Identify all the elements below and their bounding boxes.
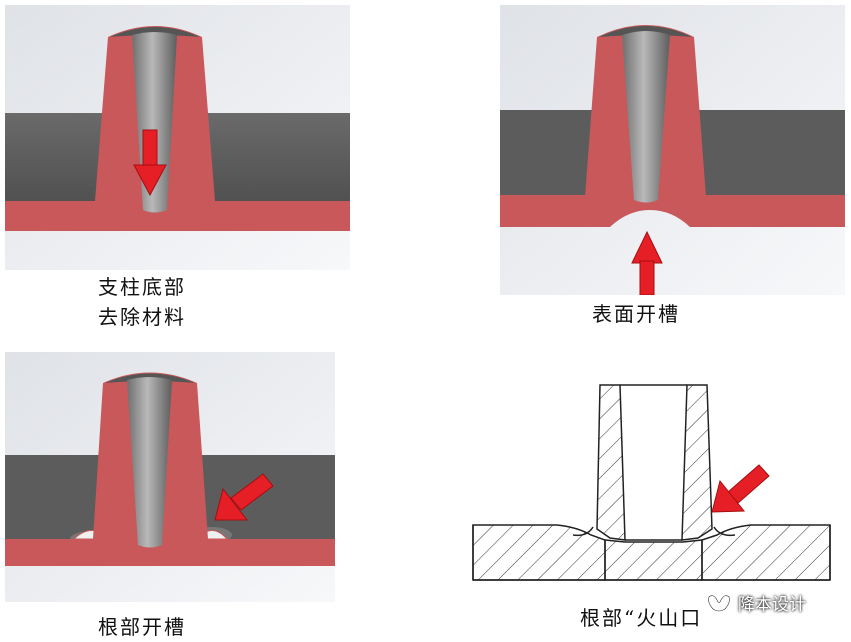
panel-root-groove <box>5 352 335 602</box>
plate-section <box>5 539 335 566</box>
caption-panel1-line1: 支柱底部 <box>98 275 186 299</box>
watermark: 降本设计 <box>706 590 806 615</box>
wechat-channel-icon <box>707 594 731 612</box>
boss-base-section-illustration <box>5 5 350 270</box>
cored-cavity <box>127 377 172 548</box>
plate-section-with-groove <box>500 195 845 227</box>
boss-left-wall <box>596 384 626 541</box>
boss-top-cap <box>110 27 200 37</box>
watermark-text: 降本设计 <box>738 595 806 615</box>
diagonal-arrow-icon <box>711 464 770 513</box>
boss-right-wall <box>681 384 713 541</box>
cored-cavity <box>622 31 670 203</box>
plate-section-middle <box>604 539 703 581</box>
caption-panel2: 表面开槽 <box>592 302 680 326</box>
diagonal-arrow-icon <box>214 473 274 521</box>
surface-groove-illustration <box>500 5 845 295</box>
panel-root-volcano <box>465 375 835 590</box>
caption-panel3: 根部开槽 <box>98 615 186 639</box>
down-arrow-icon <box>133 129 167 197</box>
volcano-section-drawing <box>472 384 831 581</box>
caption-panel1-line2: 去除材料 <box>98 305 186 329</box>
panel-surface-groove <box>500 5 845 295</box>
up-arrow-icon <box>631 230 663 295</box>
plate-section <box>5 201 350 231</box>
caption-panel4: 根部“火山口 <box>580 606 703 630</box>
panel-boss-base-material-removal <box>5 5 350 270</box>
root-groove-illustration <box>5 352 335 602</box>
